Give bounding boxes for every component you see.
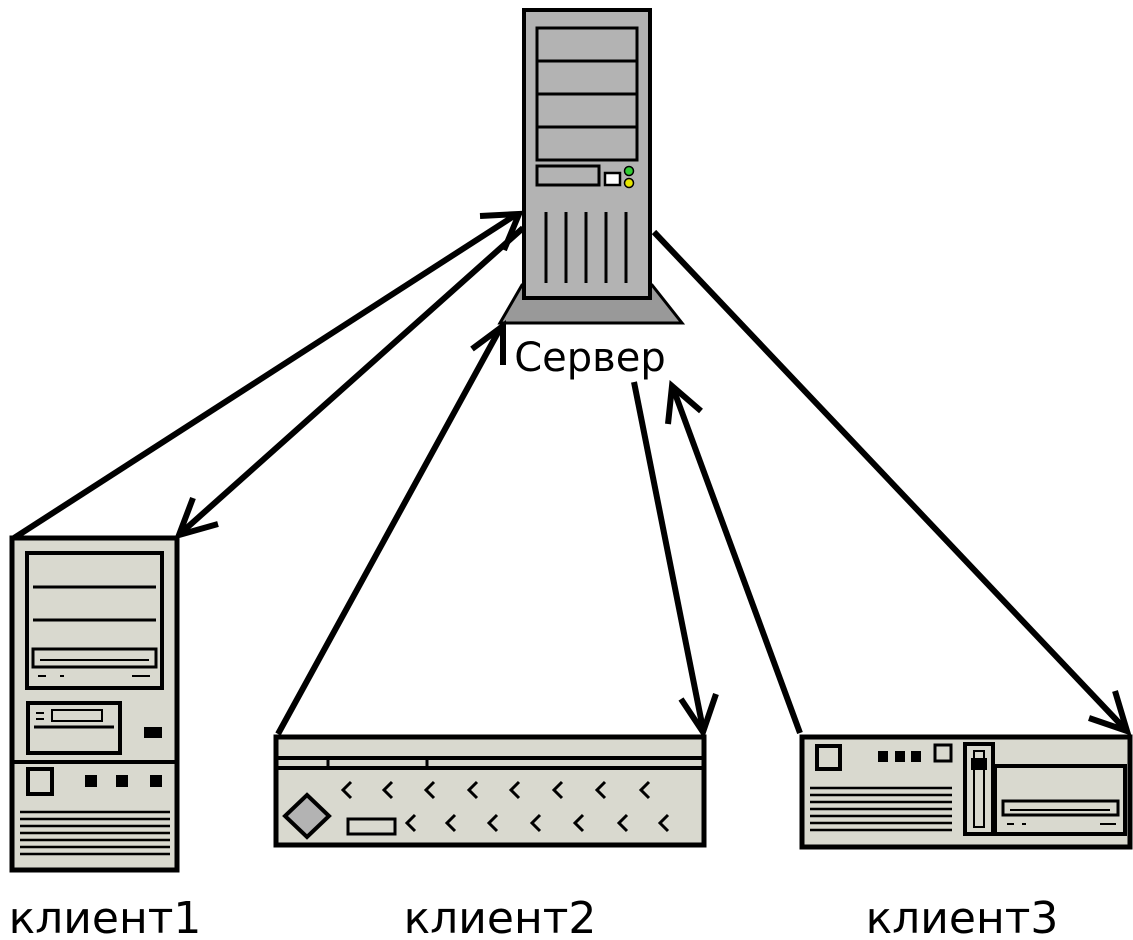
arrowhead-to-server-2 bbox=[470, 320, 506, 365]
connector-server-to-client2 bbox=[631, 381, 706, 730]
client2-label: клиент2 bbox=[404, 893, 597, 940]
client3-desktop-icon bbox=[799, 734, 1133, 850]
arrowhead-to-client1 bbox=[174, 496, 219, 540]
connector-client3-to-server bbox=[670, 386, 803, 735]
server-icon bbox=[497, 8, 686, 325]
client1-label: клиент1 bbox=[9, 893, 202, 940]
led-yellow-icon bbox=[623, 177, 635, 189]
arrowhead-to-client3 bbox=[1088, 690, 1132, 736]
arrowhead-to-server-3 bbox=[665, 379, 703, 425]
connector-client2-to-server bbox=[275, 325, 504, 736]
client3-label: клиент3 bbox=[866, 893, 1059, 940]
arrowhead-to-client2 bbox=[678, 693, 719, 739]
client2-rack-icon bbox=[273, 734, 707, 848]
client1-tower-icon bbox=[9, 535, 180, 873]
server-label: Сервер bbox=[514, 335, 666, 381]
led-green-icon bbox=[623, 165, 635, 177]
connector-client1-to-server bbox=[12, 211, 519, 541]
connector-server-to-client3 bbox=[651, 229, 1128, 732]
connector-server-to-client1 bbox=[179, 225, 525, 536]
